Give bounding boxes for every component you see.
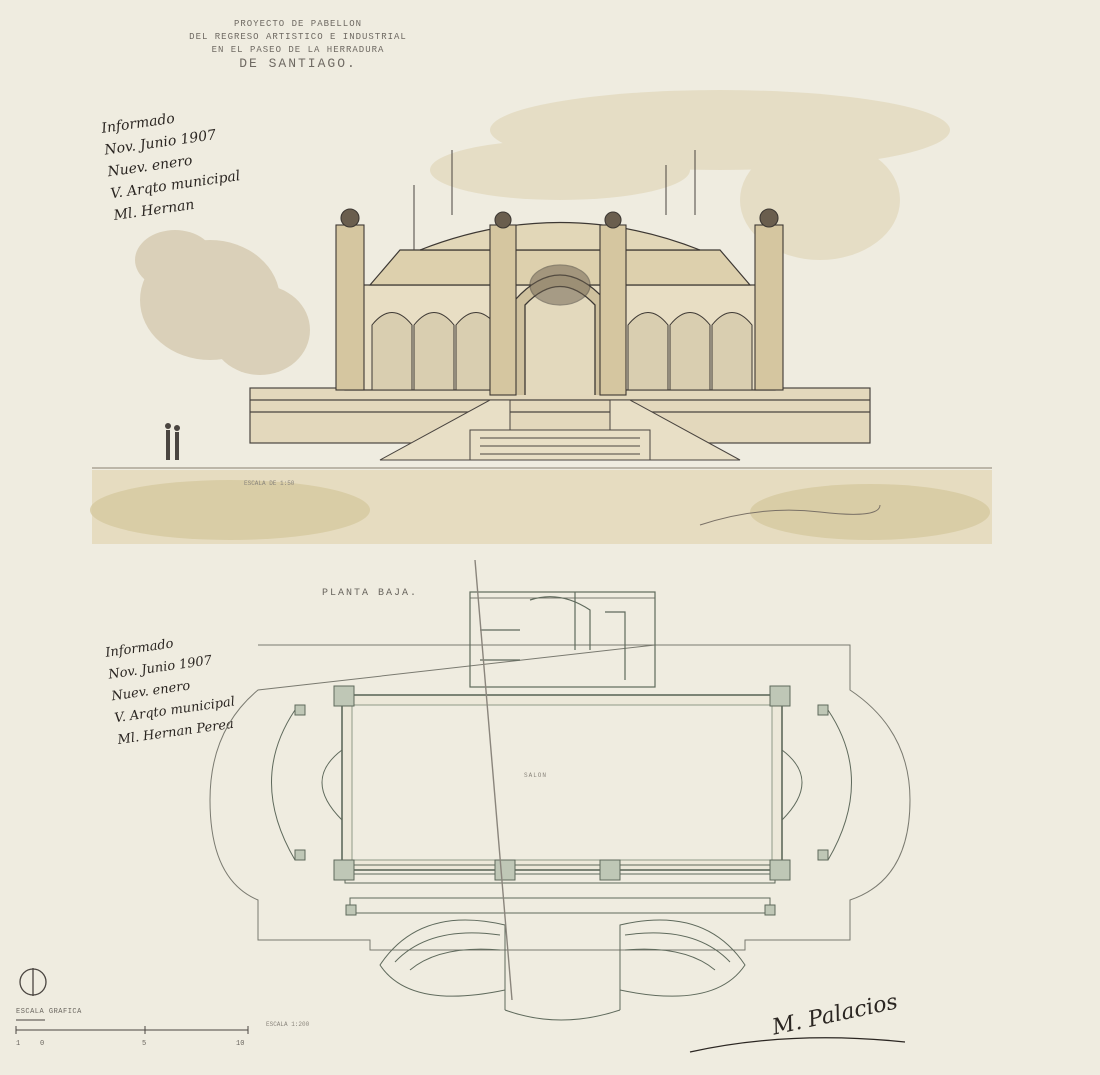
fold-line: [474, 560, 513, 1001]
service-block: [469, 591, 656, 688]
piers: [294, 685, 829, 916]
scale-tick-label: 10: [236, 1040, 245, 1048]
ground-shadow-left: [90, 480, 370, 540]
human-figures: [165, 423, 180, 460]
room-label: SALON: [524, 772, 548, 779]
floor-plan-drawing: [15, 560, 911, 1053]
title-line-2: DEL REGRESO ARTISTICO E INDUSTRIAL: [189, 32, 407, 42]
arched-windows: [371, 312, 753, 391]
elevation-scale-label: ESCALA DE 1:50: [244, 480, 295, 487]
curved-stairs: [379, 919, 746, 1021]
scale-note: ESCALA 1:200: [266, 1021, 310, 1028]
flagpoles: [413, 150, 696, 250]
title-line-3: EN EL PASEO DE LA HERRADURA: [211, 45, 385, 55]
title-line-4: DE SANTIAGO.: [239, 56, 357, 71]
main-hall-inner: [351, 704, 773, 861]
pavilion-elevation-drawing: [90, 90, 992, 544]
side-apses: [271, 709, 852, 861]
elevation-signature-scrawl: [699, 504, 881, 526]
scale-tick-label: 0: [40, 1040, 45, 1048]
scale-title: ESCALA GRAFICA: [16, 1008, 82, 1016]
scale-tick-label: 1: [16, 1040, 21, 1048]
title-line-1: PROYECTO DE PABELLON: [233, 19, 363, 29]
graphic-scale-bar: [15, 1019, 249, 1034]
signature-flourish: [689, 1037, 906, 1053]
title-block: PROYECTO DE PABELLON DEL REGRESO ARTISTI…: [168, 18, 428, 70]
ground-shadow-right: [750, 484, 990, 540]
front-colonnade: [344, 864, 776, 914]
towers: [335, 208, 784, 396]
north-arrow-icon: [19, 968, 47, 996]
front-stairs: [379, 399, 741, 461]
tree-left: [135, 230, 310, 375]
scale-tick-label: 5: [142, 1040, 147, 1048]
central-entrance: [514, 264, 606, 395]
plan-title: PLANTA BAJA.: [322, 588, 419, 599]
